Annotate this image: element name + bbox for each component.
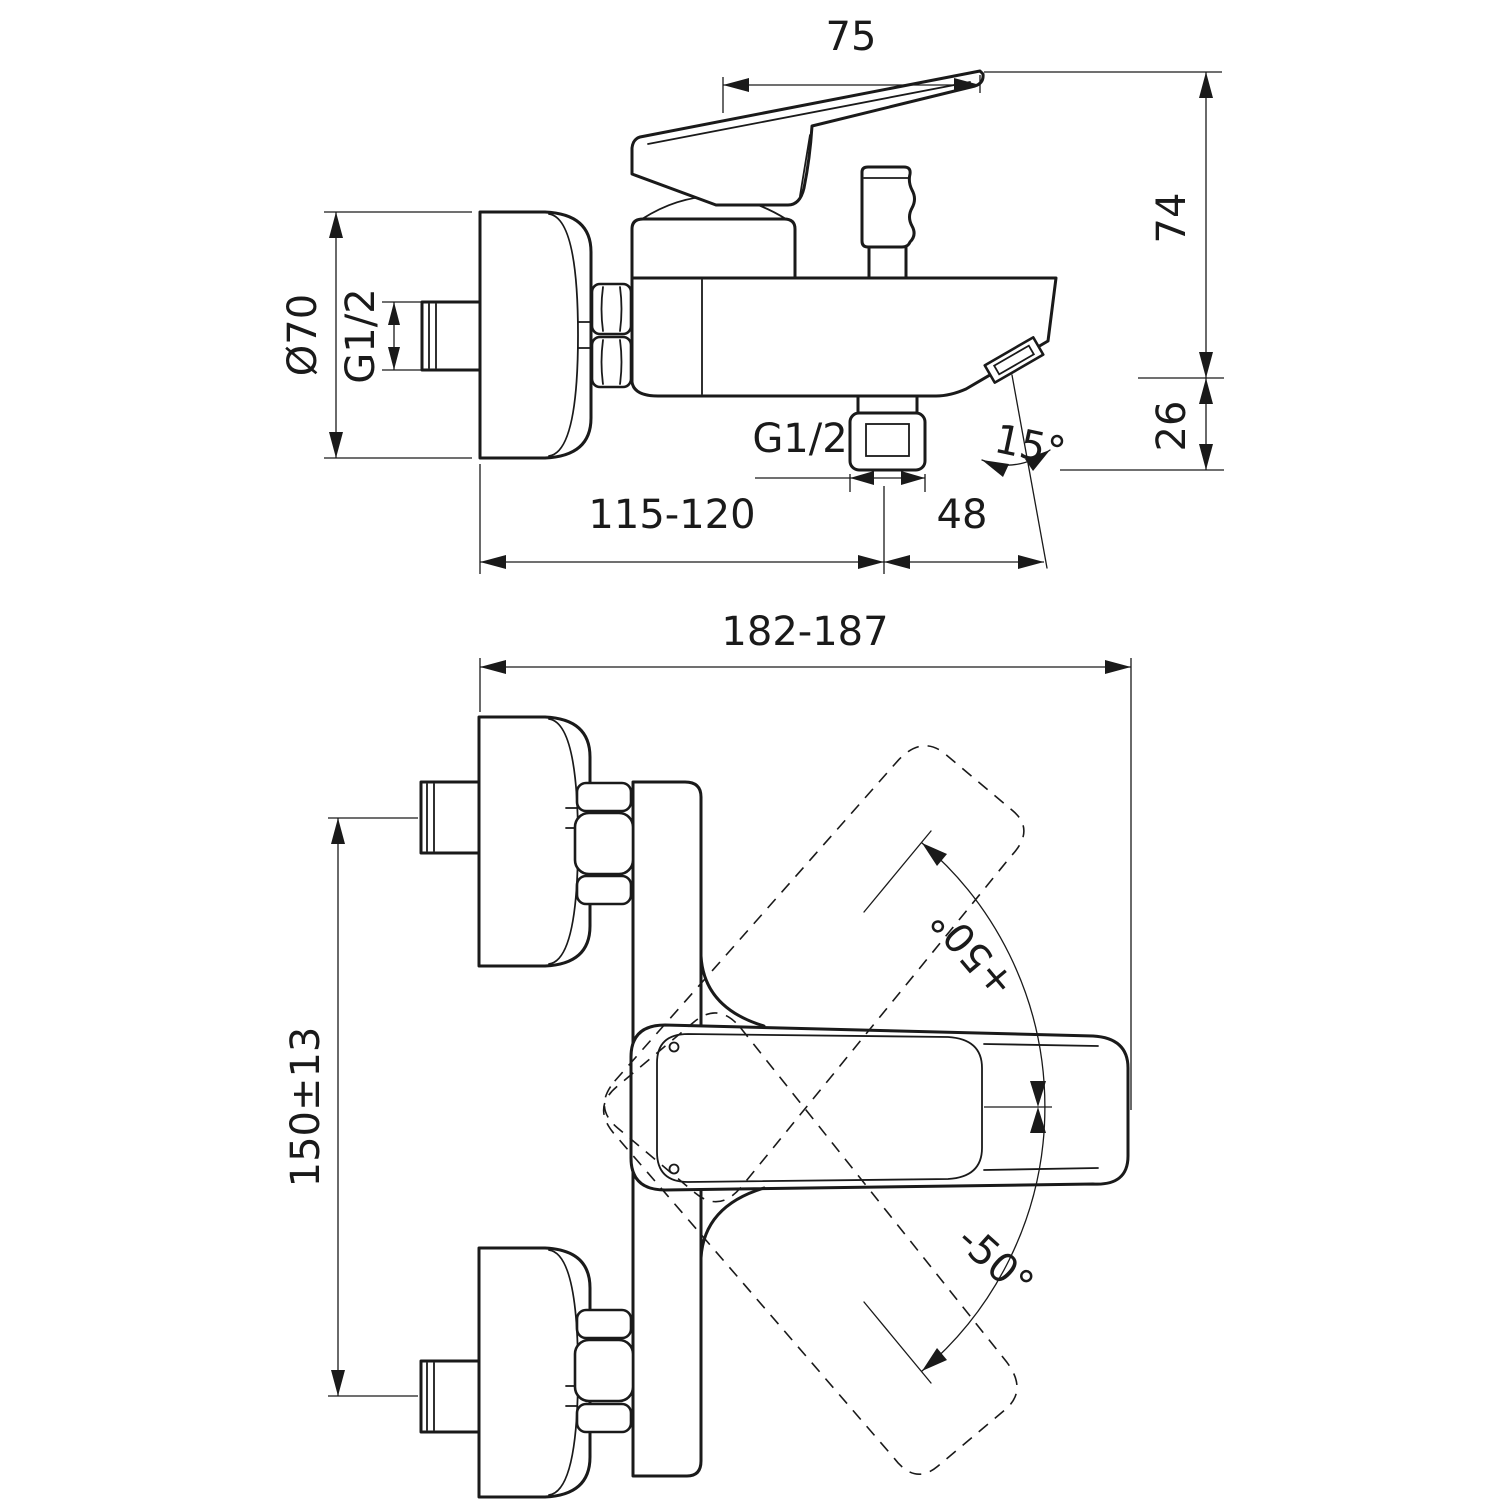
dim-outlet-thread: G1/2 <box>752 416 926 492</box>
outlet-fitting <box>848 394 927 472</box>
lever-handle-front <box>629 1023 1130 1192</box>
body-and-spout <box>630 276 1058 398</box>
dim-label-g12-inlet: G1/2 <box>338 288 384 383</box>
dim-drop-26: 26 <box>1060 378 1224 471</box>
upper-escutcheon <box>477 715 592 968</box>
dim-flange-diameter: Ø70 <box>280 211 472 459</box>
inlet-nipple-side <box>420 300 482 372</box>
dim-label-75: 75 <box>826 14 877 60</box>
aerator <box>983 336 1045 384</box>
front-view: +50° -50° 182-187 <box>283 609 1132 1499</box>
dim-height-74: 74 <box>984 71 1224 379</box>
top-view: 75 Ø70 G1/2 <box>280 14 1224 574</box>
dim-label-minus50: -50° <box>948 1216 1042 1307</box>
dim-wall-distance-and-reach: 115-120 48 <box>479 464 1044 574</box>
dim-handle-length: 75 <box>722 14 981 113</box>
dim-label-74: 74 <box>1149 193 1195 244</box>
escutcheon-side <box>478 210 593 460</box>
lower-union-nut <box>565 1308 635 1434</box>
dim-spray-angle: 15° <box>981 374 1069 569</box>
diverter-knob <box>860 165 916 279</box>
upper-inlet-nipple <box>419 780 481 855</box>
dim-label-48: 48 <box>937 492 988 538</box>
dim-label-g12-outlet: G1/2 <box>752 416 847 462</box>
handle-tip-reference <box>984 1081 1052 1133</box>
upper-union-nut <box>565 781 635 906</box>
cartridge-housing <box>630 217 797 280</box>
dim-inlet-spacing: 150±13 <box>283 817 418 1397</box>
lower-inlet-nipple <box>419 1359 481 1434</box>
dim-overall-width: 182-187 <box>479 609 1132 1110</box>
dim-label-26: 26 <box>1149 401 1195 452</box>
dim-label-d70: Ø70 <box>280 294 326 376</box>
dim-label-115-120: 115-120 <box>588 492 755 538</box>
dim-label-182-187: 182-187 <box>721 609 888 655</box>
dim-inlet-thread: G1/2 <box>338 288 424 384</box>
dim-label-150: 150±13 <box>283 1027 329 1188</box>
lower-escutcheon <box>477 1246 592 1499</box>
lever-handle-side <box>630 69 985 207</box>
